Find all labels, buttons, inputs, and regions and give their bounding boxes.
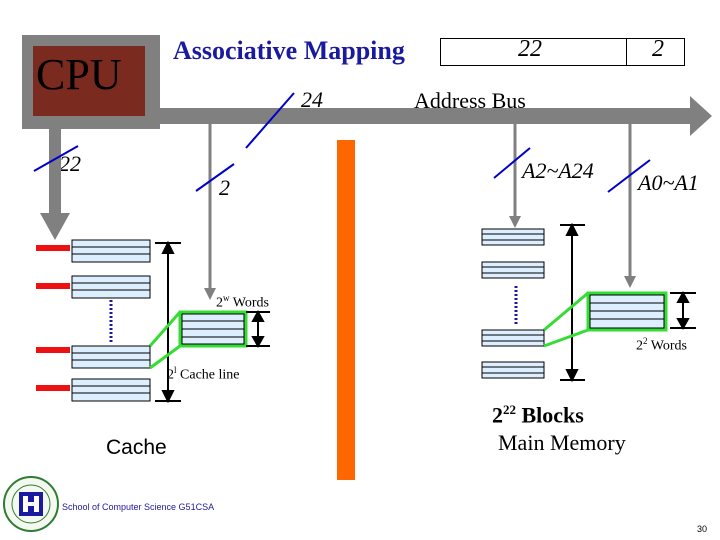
cpu-label: CPU [36,50,122,99]
cache-memory-divider-bar [337,140,355,480]
memory-tag-lines-label: A2~A24 [522,158,594,183]
cache-words-bracket [246,309,270,349]
footer-text: School of Computer Science G51CSA [62,502,215,512]
cache-block [71,378,151,402]
cache-words-label: 2w Words [216,293,269,312]
cpu-tag-lines-label: 22 [59,151,81,176]
cache-word-lines-label: 2 [219,175,230,200]
memory-blocks-base: 2 [492,402,503,428]
memory-words-exp: 2 [643,336,648,346]
cache-tag-marker [36,347,70,353]
memory-tag-slash [493,147,531,179]
cache-words-exp: w [223,293,230,303]
memory-block [481,228,545,246]
cache-line-bracket [155,240,181,404]
memory-words-base: 2 [636,338,643,354]
memory-blocks-bracket [560,222,585,383]
bus-width-slash [245,92,295,149]
memory-word-arrowhead [624,276,636,288]
cache-words-text: Words [232,295,269,311]
cache-lines-label: 2l Cache line [167,365,240,384]
cache-tag-marker [36,283,70,289]
cpu-inner [33,46,145,116]
cache-tag-marker [36,245,70,251]
memory-block [481,329,545,347]
memory-word-slash [607,159,651,193]
address-format-divider [626,39,627,65]
diagram-title: Associative Mapping [173,36,405,65]
cache-label: Cache [106,436,167,459]
cpu-box: CPU [22,35,160,129]
memory-blocks-text: Blocks [521,402,584,428]
cache-lines-exp: l [174,365,177,375]
memory-words-label: 22 Words [636,336,687,355]
memory-tag-arrowhead [509,216,521,228]
address-bus-arrow [160,96,712,136]
memory-word-lines-label: A0~A1 [638,170,699,195]
university-crest-logo [3,476,59,532]
address-tag-width: 22 [518,36,542,62]
cache-word-arrowhead [204,288,216,300]
memory-words-bracket [670,290,696,331]
cache-lines-base: 2 [167,367,174,383]
memory-block [481,361,545,379]
cache-word-slash [195,163,235,192]
cache-block [71,345,151,369]
cache-block [71,239,151,263]
cache-block [71,275,151,299]
cache-tag-marker [36,385,70,391]
address-word-width: 2 [652,36,664,62]
memory-highlighted-line [543,291,668,348]
memory-words-text: Words [650,338,687,354]
main-memory-label: Main Memory [498,430,626,455]
memory-blocks-exp: 22 [503,402,516,417]
cpu-down-arrow [40,129,70,240]
memory-block [481,261,545,279]
memory-blocks-label: 222 Blocks [492,402,584,428]
cpu-tag-slash [33,145,79,172]
page-number: 30 [697,524,708,534]
bus-width-label: 24 [301,87,323,112]
address-format-box [440,38,685,66]
cache-highlighted-line [148,310,248,370]
cache-lines-text: Cache line [180,367,240,383]
cache-words-base: 2 [216,295,223,311]
